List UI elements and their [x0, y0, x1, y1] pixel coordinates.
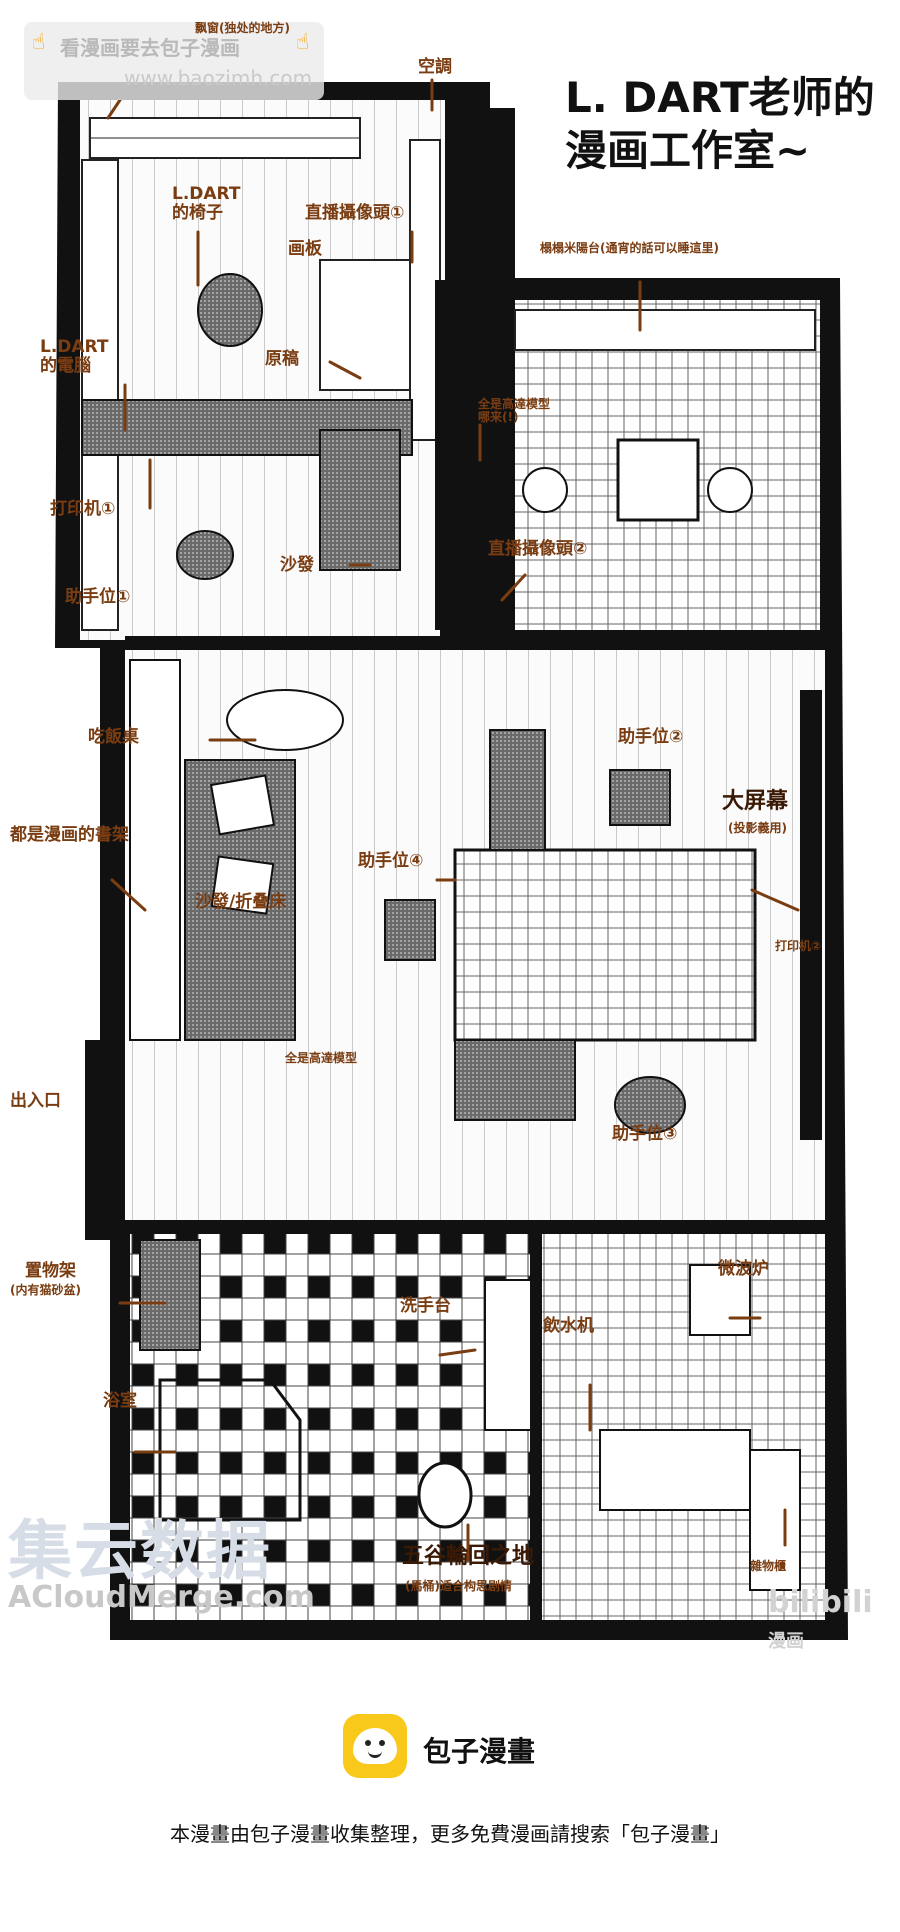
label-shelf-sub: (内有猫砂盆) [10, 1283, 81, 1297]
label-toilet: 五谷輪回之地 [402, 1544, 535, 1569]
label-assistant-4: 助手位④ [358, 851, 424, 871]
label-camera-2: 直播攝像頭② [488, 539, 588, 559]
chair-3 [614, 1076, 686, 1134]
big-screen [800, 690, 822, 1140]
watermark-text-2: www.baozimh.com [124, 66, 313, 90]
label-computer: L.DART 的電腦 [40, 337, 109, 376]
toilet-bowl [417, 1461, 473, 1529]
label-big-screen-sub: (投影義用) [728, 821, 787, 835]
label-tablet: 画板 [288, 239, 322, 259]
watermark-text-1: 看漫画要去包子漫画 [60, 36, 240, 60]
label-gundam-1: 全是高達模型 哪来(!) [478, 397, 551, 425]
label-manuscript: 原稿 [265, 349, 299, 369]
microwave-box [689, 1264, 751, 1336]
label-ac: 空調 [418, 57, 452, 77]
label-assistant-1: 助手位① [65, 587, 131, 607]
living-bookshelf [129, 659, 181, 1041]
studio-shelf [81, 159, 119, 631]
footer-notice: 本漫畫由包子漫畫收集整理，更多免費漫画請搜索「包子漫畫」 [170, 1822, 730, 1846]
dining-table [226, 689, 344, 751]
label-window: 飘窗(独处的地方) [195, 21, 290, 35]
studio-sofa [319, 429, 401, 571]
label-bookshelf: 都是漫画的書架 [10, 825, 129, 845]
label-shelf: 置物架 [25, 1261, 76, 1281]
label-sink: 洗手台 [400, 1296, 451, 1316]
label-balcony: 榻榻米陽台(通宵的話可以睡這里) [540, 241, 719, 255]
chair-4 [384, 899, 436, 961]
cloud-watermark-url: ACloudMerge.com [8, 1580, 315, 1615]
label-dispenser: 飲水机 [543, 1316, 594, 1336]
bath-shelf [139, 1239, 201, 1351]
hand-icon: ☝ [32, 30, 46, 55]
assistant-desk [453, 848, 757, 1042]
title-line-1: L. DART老师的 [565, 73, 875, 122]
cushion-right [707, 467, 753, 513]
tea-table [616, 438, 700, 522]
label-bathroom: 浴室 [103, 1391, 137, 1411]
label-sofa: 沙發 [280, 555, 314, 575]
chair-2 [609, 769, 671, 826]
brand-name[interactable]: 包子漫畫 [423, 1735, 536, 1768]
shower-area [158, 1378, 302, 1522]
label-entrance: 出入口 [10, 1091, 61, 1111]
sink-counter [484, 1279, 536, 1431]
label-storage: 雜物櫃 [750, 1559, 787, 1573]
label-assistant-2: 助手位② [618, 727, 684, 747]
label-dining: 吃飯桌 [88, 727, 139, 747]
label-printer-2: 打印机② [775, 939, 822, 953]
label-microwave: 微波炉 [718, 1259, 769, 1279]
main-desk [81, 399, 413, 456]
label-camera-1: 直播攝像頭① [305, 203, 405, 223]
stool-1 [176, 530, 234, 580]
cloud-watermark: 集云数据 [8, 1515, 272, 1589]
baozi-logo-icon[interactable] [343, 1714, 407, 1778]
page-title: L. DART老师的 漫画工作室~ [565, 72, 875, 177]
label-toilet-sub: (馬桶)适合构思剧情 [405, 1579, 512, 1593]
hand-icon: ☝ [296, 30, 310, 55]
cushion-left [522, 467, 568, 513]
bilibili-sub: 漫画 [768, 1631, 804, 1652]
bilibili-text: bilibili [768, 1585, 873, 1620]
label-printer-1: 打印机① [50, 499, 116, 519]
label-big-screen: 大屏幕 [722, 789, 789, 814]
top-watermark: ☝ 看漫画要去包子漫画 ☝ www.baozimh.com [24, 22, 324, 100]
balcony-rail [514, 309, 816, 351]
label-chair: L.DART 的椅子 [172, 184, 241, 223]
drawing-desk [319, 259, 411, 391]
label-assistant-3: 助手位③ [612, 1124, 678, 1144]
title-line-2: 漫画工作室~ [565, 125, 811, 175]
label-gundam-2: 全是高達模型 [285, 1051, 358, 1065]
label-sofabed: 沙發/折叠床 [195, 892, 287, 912]
kitchen-counter [599, 1429, 751, 1511]
chair-ldart [197, 273, 263, 347]
bilibili-watermark: bilibili 漫画 [768, 1585, 900, 1655]
storage-cabinet [749, 1449, 801, 1591]
